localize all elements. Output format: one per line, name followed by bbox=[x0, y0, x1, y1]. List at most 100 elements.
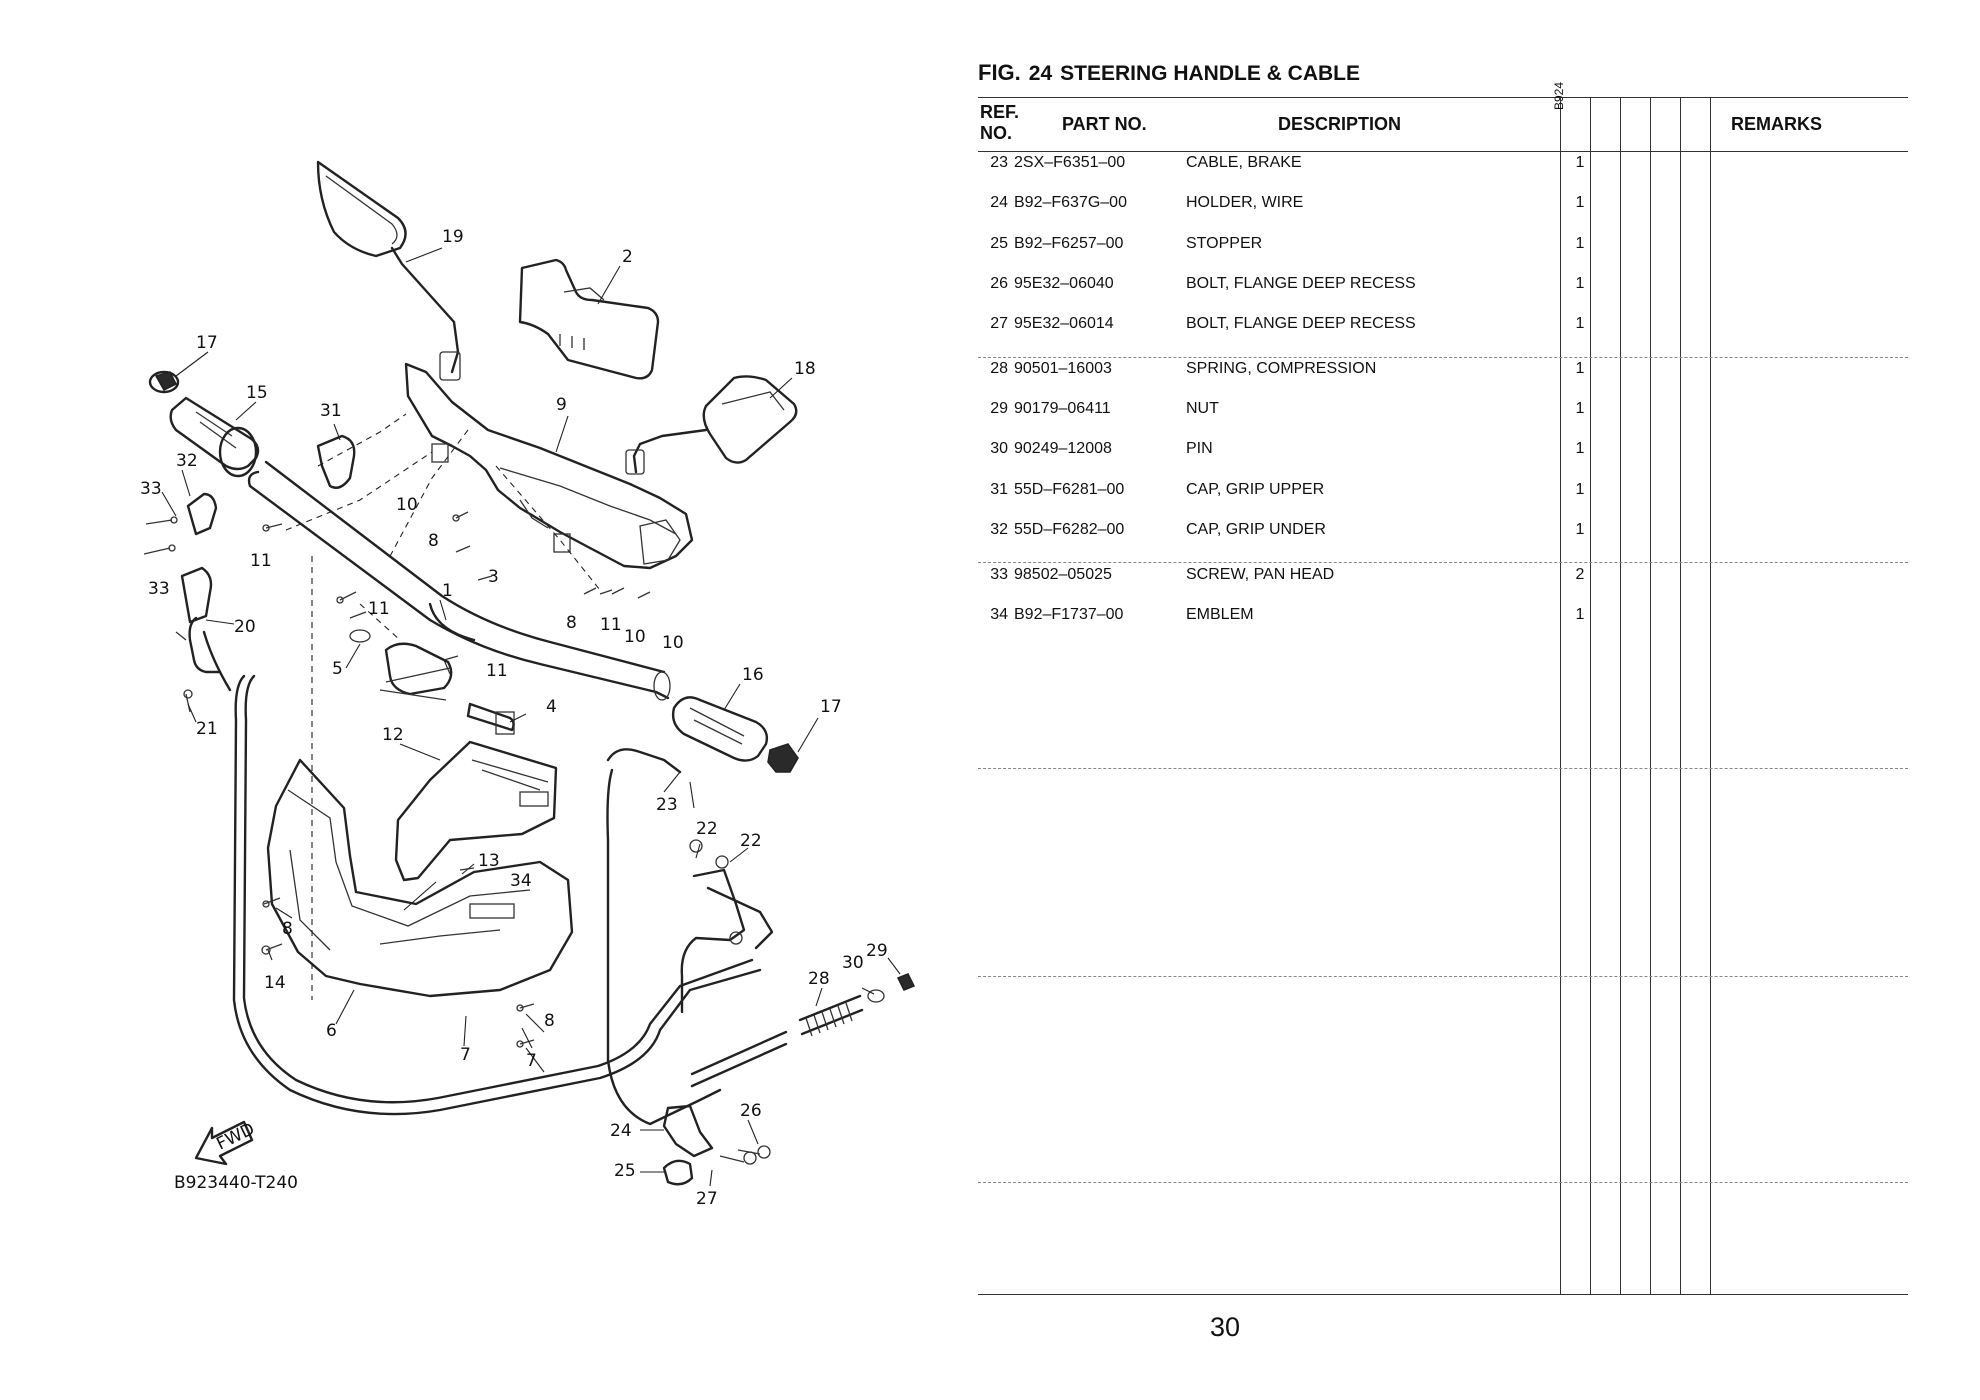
table-row: 25 B92–F6257–00 STOPPER 1 bbox=[978, 235, 1908, 259]
qty-cell: 1 bbox=[1575, 360, 1585, 377]
callout-28: 28 bbox=[808, 969, 830, 989]
part-no-cell: B92–F1737–00 bbox=[1014, 606, 1124, 623]
callout-8-left: 8 bbox=[282, 919, 293, 939]
header-part-no: PART NO. bbox=[1062, 114, 1147, 134]
ref-cell: 31 bbox=[990, 481, 1008, 498]
header-ref-no: REF. NO. bbox=[980, 102, 1020, 143]
callout-7-left: 7 bbox=[460, 1045, 471, 1065]
group-separator bbox=[978, 1182, 1908, 1183]
callout-6: 6 bbox=[326, 1021, 337, 1041]
windscreen bbox=[518, 258, 660, 380]
qty-cell: 1 bbox=[1575, 606, 1585, 623]
table-row: 30 90249–12008 PIN 1 bbox=[978, 440, 1908, 464]
callout-17-left: 17 bbox=[196, 333, 218, 353]
callout-24: 24 bbox=[610, 1121, 632, 1141]
part-no-cell: 90501–16003 bbox=[1014, 360, 1112, 377]
description-cell: BOLT, FLANGE DEEP RECESS bbox=[1186, 275, 1416, 292]
callout-34: 34 bbox=[510, 871, 532, 891]
ref-cell: 23 bbox=[990, 154, 1008, 171]
handlebar bbox=[247, 460, 671, 701]
parts-diagram: FWD 19 2 18 17 15 31 9 32 33 33 10 8 11 … bbox=[0, 0, 960, 1400]
callout-22-right: 22 bbox=[740, 831, 762, 851]
callout-2: 2 bbox=[622, 247, 633, 267]
callout-32: 32 bbox=[176, 451, 198, 471]
brake-cable-loop bbox=[232, 674, 762, 1116]
part-no-cell: 95E32–06014 bbox=[1014, 315, 1114, 332]
qty-cell: 1 bbox=[1575, 400, 1585, 417]
table-row: 24 B92–F637G–00 HOLDER, WIRE 1 bbox=[978, 194, 1908, 218]
qty-cell: 1 bbox=[1575, 194, 1585, 211]
description-cell: CAP, GRIP UNDER bbox=[1186, 521, 1326, 538]
callout-23: 23 bbox=[656, 795, 678, 815]
callout-11-left: 11 bbox=[250, 551, 272, 571]
ref-cell: 28 bbox=[990, 360, 1008, 377]
description-cell: SCREW, PAN HEAD bbox=[1186, 566, 1335, 583]
part-no-cell: 55D–F6281–00 bbox=[1014, 481, 1125, 498]
handle-cover-upper bbox=[394, 740, 558, 882]
figure-prefix: FIG. bbox=[978, 60, 1021, 85]
ref-cell: 32 bbox=[990, 521, 1008, 538]
callout-8-right: 8 bbox=[566, 613, 577, 633]
figure-number: 24 bbox=[1028, 62, 1053, 85]
figure-name: STEERING HANDLE & CABLE bbox=[1060, 62, 1360, 85]
qty-cell: 1 bbox=[1575, 440, 1585, 457]
group-separator bbox=[978, 768, 1908, 769]
part-no-cell: 90179–06411 bbox=[1014, 400, 1111, 417]
qty-cell: 1 bbox=[1575, 154, 1585, 171]
grip-left bbox=[148, 370, 260, 478]
ref-cell: 29 bbox=[990, 400, 1008, 417]
ref-cell: 26 bbox=[990, 275, 1008, 292]
callout-20: 20 bbox=[234, 617, 256, 637]
callout-29: 29 bbox=[866, 941, 888, 961]
callout-30: 30 bbox=[842, 953, 864, 973]
description-cell: STOPPER bbox=[1186, 235, 1263, 252]
qty-cell: 1 bbox=[1575, 275, 1585, 292]
brake-cable-right bbox=[606, 748, 788, 1126]
column-divider bbox=[1620, 97, 1621, 1294]
description-cell: CABLE, BRAKE bbox=[1186, 154, 1302, 171]
description-cell: CAP, GRIP UPPER bbox=[1186, 481, 1325, 498]
qty-cell: 1 bbox=[1575, 521, 1585, 538]
grip-right bbox=[671, 696, 799, 773]
qty-cell: 2 bbox=[1575, 566, 1585, 583]
part-no-cell: 90249–12008 bbox=[1014, 440, 1112, 457]
callout-19: 19 bbox=[442, 227, 464, 247]
callout-8-lower: 8 bbox=[544, 1011, 555, 1031]
callout-1: 1 bbox=[442, 581, 453, 601]
table-row: 34 B92–F1737–00 EMBLEM 1 bbox=[978, 606, 1908, 630]
part-no-cell: 2SX–F6351–00 bbox=[1014, 154, 1126, 171]
wire-holder bbox=[662, 1104, 771, 1186]
callout-3: 3 bbox=[488, 567, 499, 587]
callout-8-upper: 8 bbox=[428, 531, 439, 551]
callout-17-right: 17 bbox=[820, 697, 842, 717]
callout-27: 27 bbox=[696, 1189, 718, 1209]
table-bottom-rule bbox=[978, 1294, 1908, 1295]
callout-numbers: 19 2 18 17 15 31 9 32 33 33 10 8 11 1 3 … bbox=[140, 227, 888, 1209]
table-row: 29 90179–06411 NUT 1 bbox=[978, 400, 1908, 424]
qty-cell: 1 bbox=[1575, 481, 1585, 498]
table-row: 31 55D–F6281–00 CAP, GRIP UPPER 1 bbox=[978, 481, 1908, 505]
description-cell: SPRING, COMPRESSION bbox=[1186, 360, 1377, 377]
part-no-cell: 98502–05025 bbox=[1014, 566, 1112, 583]
description-cell: PIN bbox=[1186, 440, 1213, 457]
callout-26: 26 bbox=[740, 1101, 762, 1121]
description-cell: HOLDER, WIRE bbox=[1186, 194, 1304, 211]
ref-cell: 33 bbox=[990, 566, 1008, 583]
callout-14: 14 bbox=[264, 973, 286, 993]
callout-12: 12 bbox=[382, 725, 404, 745]
table-row: 33 98502–05025 SCREW, PAN HEAD 2 bbox=[978, 566, 1908, 590]
column-divider bbox=[1710, 97, 1711, 1294]
header-remarks: REMARKS bbox=[1731, 114, 1823, 134]
callout-9: 9 bbox=[556, 395, 567, 415]
callout-13: 13 bbox=[478, 851, 500, 871]
small-fasteners bbox=[175, 511, 651, 1048]
diagram-drawing: FWD 19 2 18 17 15 31 9 32 33 33 10 8 11 … bbox=[140, 160, 916, 1209]
header-top-rule bbox=[978, 97, 1908, 98]
qty-cell: 1 bbox=[1575, 315, 1585, 332]
callout-21: 21 bbox=[196, 719, 218, 739]
table-row: 28 90501–16003 SPRING, COMPRESSION 1 bbox=[978, 360, 1908, 384]
callout-7-right: 7 bbox=[526, 1051, 537, 1071]
callout-10-left: 10 bbox=[396, 495, 418, 515]
callout-33-upper: 33 bbox=[140, 479, 162, 499]
part-no-cell: B92–F6257–00 bbox=[1014, 235, 1124, 252]
